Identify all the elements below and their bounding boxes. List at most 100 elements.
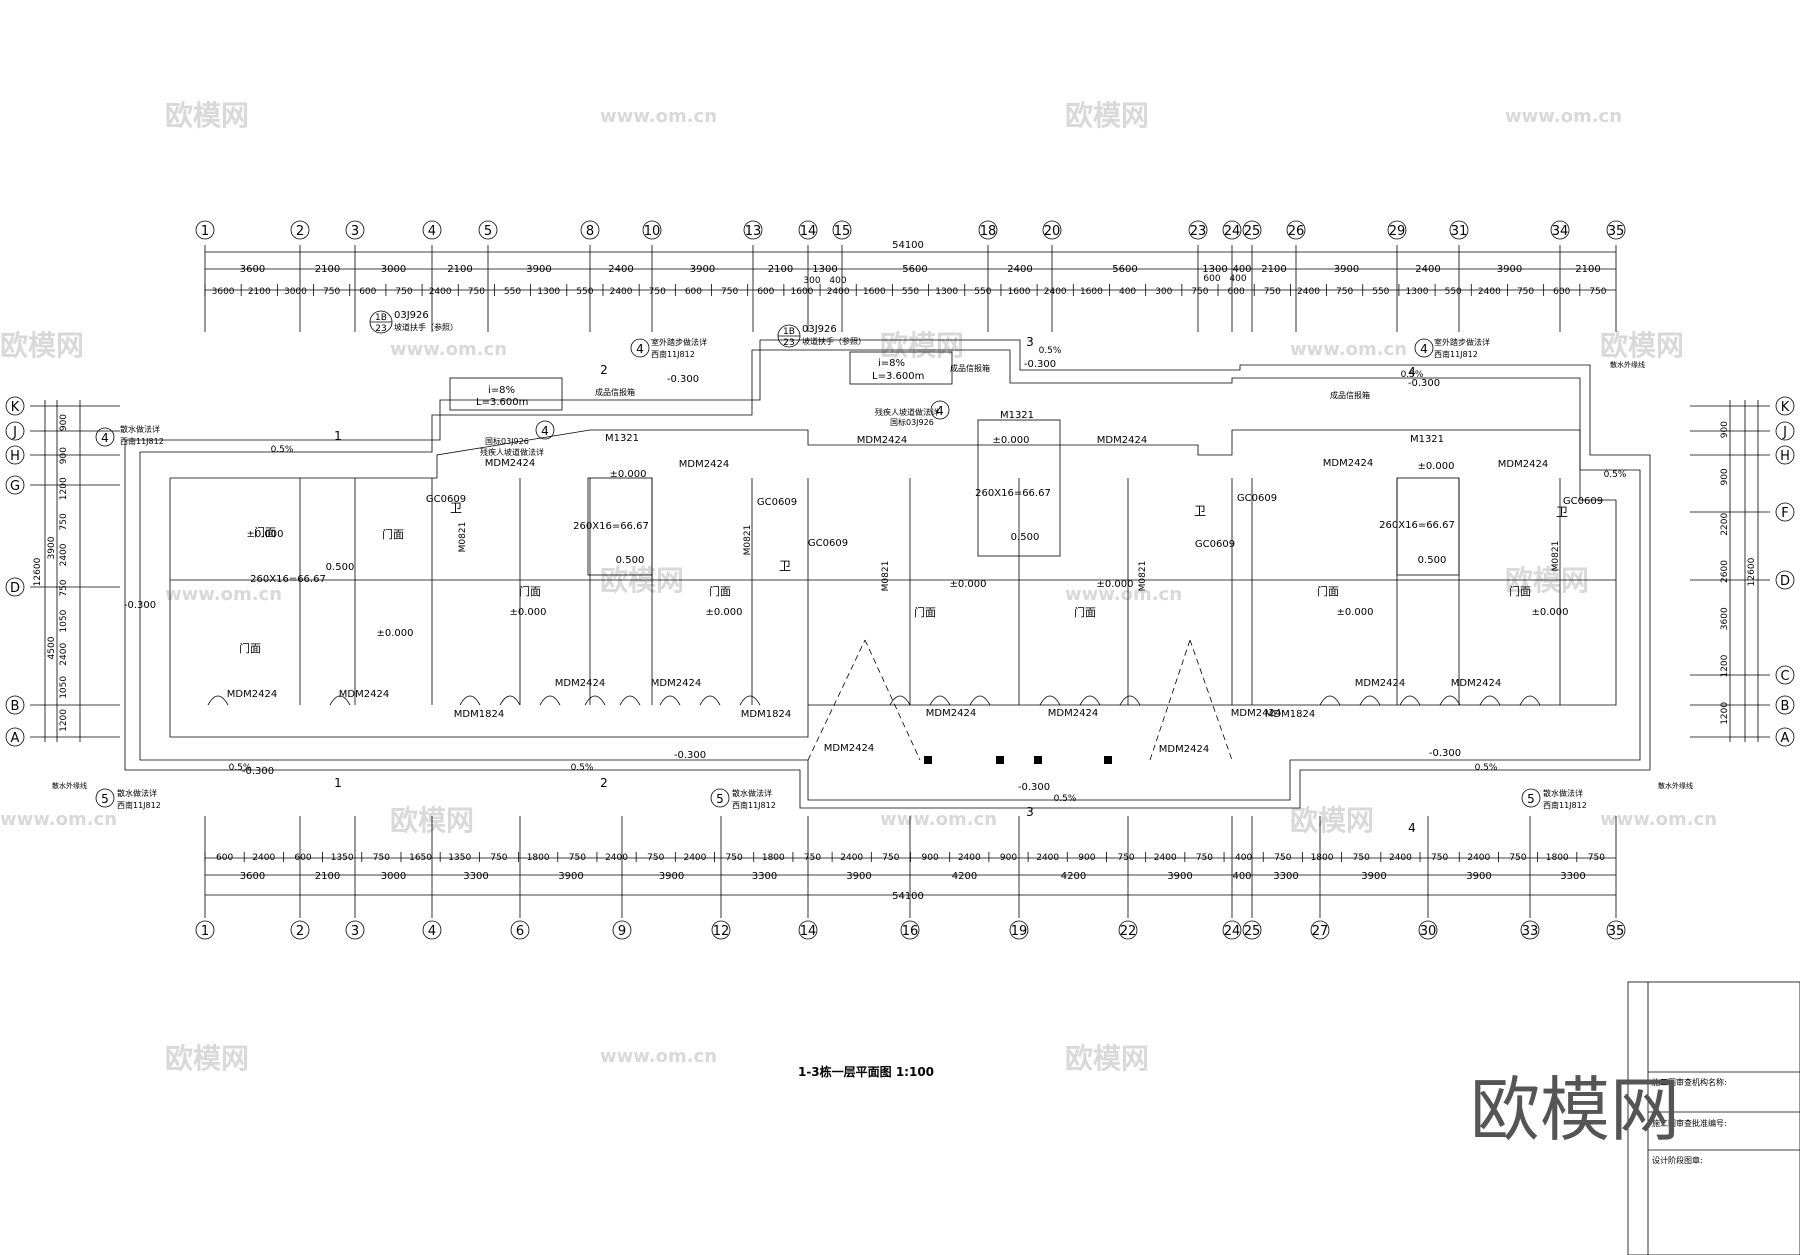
detail-ref-number: 4 (101, 431, 109, 445)
axis-bubble (1775, 421, 1795, 441)
door-swing (1319, 695, 1341, 706)
axis-label: H (1780, 449, 1790, 464)
column-marker (1034, 756, 1042, 764)
axis-bubble (832, 220, 852, 240)
axis-bubble (1118, 920, 1138, 940)
axis-label: 6 (516, 924, 524, 939)
dimension-text: 1300 (812, 264, 837, 275)
axis-bubble (612, 920, 632, 940)
axis-label: 8 (586, 224, 594, 239)
axis-label: 2 (296, 224, 304, 239)
dimension-text: 2100 (315, 264, 340, 275)
dimension-text: 750 (647, 853, 664, 863)
dimension-text: 5600 (1112, 264, 1137, 275)
axis-bubble (5, 727, 25, 747)
axis-label: 19 (1011, 924, 1028, 939)
dimension-text: 900 (1078, 853, 1095, 863)
dimension-text: 300 (1155, 287, 1172, 297)
axis-bubble (580, 220, 600, 240)
dimension-text: 1200 (59, 709, 69, 732)
dimension-text: 1300 (935, 287, 958, 297)
door-swing (1079, 695, 1101, 706)
dimension-text: 400 (1232, 264, 1251, 275)
section-marker: 3 (1026, 335, 1034, 349)
dimension-text: 550 (1372, 287, 1389, 297)
slope-mark: 0.5% (1401, 370, 1424, 380)
ramp (449, 377, 563, 411)
title-block: 施工图审查机构名称: 施工图审查批准编号: 设计阶段图章: 欧模网 (1470, 981, 1800, 1255)
axis-bubble (1188, 220, 1208, 240)
axis-bubble (1222, 920, 1242, 940)
dimension-text: 750 (726, 853, 743, 863)
detail-ref-bubble (535, 420, 555, 440)
dimension-text: 1600 (863, 287, 886, 297)
watermark-brand: 欧模网 (880, 329, 964, 362)
dimension-text: 3300 (463, 871, 488, 882)
dimension-text: 550 (576, 287, 593, 297)
dimension-text: 400 (1119, 287, 1136, 297)
dimension-text: 1050 (59, 609, 69, 632)
dimension-text: 2400 (1044, 287, 1067, 297)
dimension-text: 2400 (1415, 264, 1440, 275)
room-label-bathroom: 卫 (450, 501, 462, 515)
dimension-text: 1300 (537, 287, 560, 297)
dimension-text: 600 (359, 287, 376, 297)
axis-bubble (1286, 220, 1306, 240)
dimension-text: 3900 (659, 871, 684, 882)
elevation-mark: ±0.000 (992, 435, 1029, 446)
apron-outline (139, 349, 1641, 801)
window-tag-gc0609: GC0609 (1563, 496, 1603, 507)
watermark-brand: 欧模网 (1290, 804, 1374, 837)
dimension-text: 2600 (1720, 560, 1730, 583)
axis-bubble (1775, 445, 1795, 465)
dashed-line (1189, 639, 1233, 761)
axis-bubble (5, 695, 25, 715)
dimension-text: 1800 (1546, 853, 1569, 863)
dimension-text: 1600 (791, 287, 814, 297)
axis-bubble (1775, 695, 1795, 715)
axis-bubble (1242, 220, 1262, 240)
axis-label: 3 (351, 924, 359, 939)
dimension-text: 2400 (429, 287, 452, 297)
dimension-text: 2100 (768, 264, 793, 275)
wall-layer (124, 339, 1651, 809)
dimension-text: 750 (1191, 287, 1208, 297)
axis-bubble (642, 220, 662, 240)
dashed-line (807, 639, 866, 761)
axis-label: 33 (1522, 924, 1539, 939)
axis-bubble (345, 220, 365, 240)
detail-ref-number: 4 (636, 342, 644, 356)
axis-bubble (1222, 220, 1242, 240)
dimension-text: 2400 (59, 643, 69, 666)
elevation-mark: ±0.000 (246, 529, 283, 540)
dimension-text: 600 (1203, 274, 1220, 284)
axis-label: J (1782, 425, 1787, 440)
column-marker (924, 756, 932, 764)
dimension-text: 5600 (902, 264, 927, 275)
elevation-mark: -0.300 (1024, 359, 1056, 370)
axis-bubble (1520, 920, 1540, 940)
axis-label: 35 (1608, 224, 1625, 239)
parcel-box-label: 成品信报箱 (1330, 390, 1370, 400)
room-label-bathroom: 卫 (1556, 505, 1568, 519)
dimension-text: 750 (59, 513, 69, 530)
dimension-text: 1200 (59, 477, 69, 500)
dimension-text: 2400 (608, 264, 633, 275)
axis-bubble (798, 920, 818, 940)
door-tag-mdm2424: MDM2424 (679, 459, 729, 470)
apron-boundary-label: 散水外缘线 (1658, 781, 1693, 790)
dimension-text: 2400 (827, 287, 850, 297)
door-swing (1039, 695, 1061, 706)
stair-core (587, 477, 653, 576)
label-layer: i=8%L=3.600mi=8%L=3.600m1B2303J926坡道扶手（参… (52, 310, 1693, 835)
door-tag-m0821: M0821 (743, 525, 753, 556)
dimension-text: 2400 (1297, 287, 1320, 297)
elevation-mark: ±0.000 (949, 579, 986, 590)
ramp (849, 351, 953, 385)
door-tag-m0821: M0821 (1138, 561, 1148, 592)
dimension-text: 1800 (527, 853, 550, 863)
dimension-text: 2400 (1036, 853, 1059, 863)
room-label-shop: 门面 (1317, 584, 1339, 598)
